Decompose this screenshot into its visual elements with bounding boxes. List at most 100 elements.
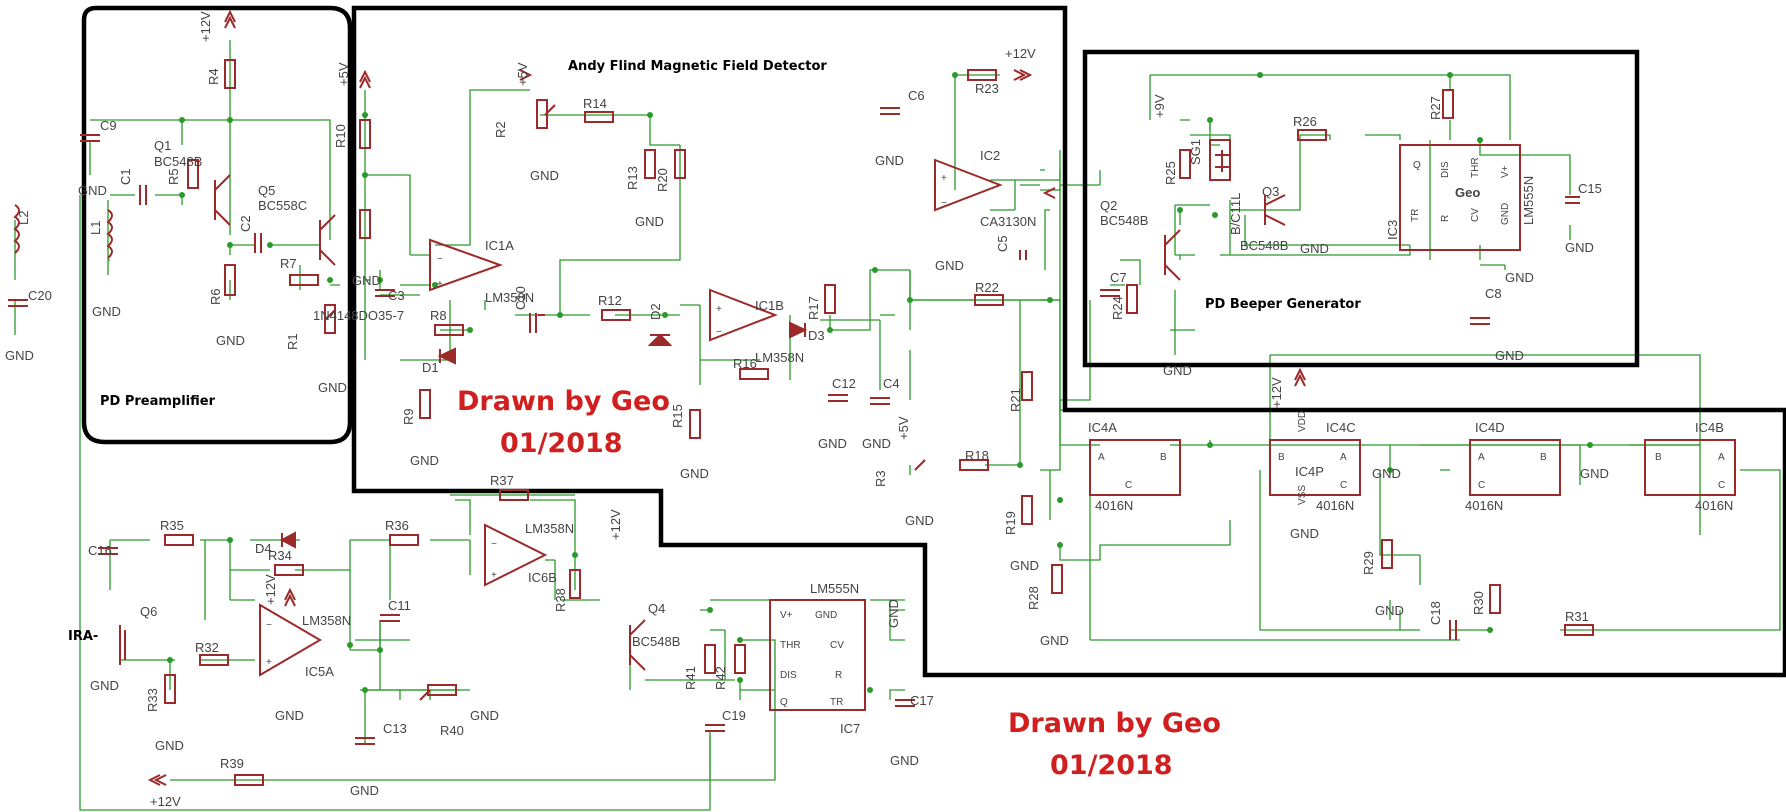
svg-text:BC548B: BC548B	[154, 154, 202, 169]
svg-text:LM358N: LM358N	[525, 521, 574, 536]
svg-text:GND: GND	[216, 333, 245, 348]
svg-text:GND: GND	[350, 783, 379, 798]
svg-text:GND: GND	[1300, 241, 1329, 256]
svg-text:R6: R6	[208, 288, 223, 305]
svg-text:C19: C19	[722, 708, 746, 723]
svg-text:R27: R27	[1428, 96, 1443, 120]
svg-text:R16: R16	[733, 356, 757, 371]
svg-text:GND: GND	[1040, 633, 1069, 648]
svg-text:IC4D: IC4D	[1475, 420, 1505, 435]
preamp-title: PD Preamplifier	[100, 394, 216, 409]
svg-text:+: +	[941, 173, 947, 184]
svg-text:LM358N: LM358N	[755, 350, 804, 365]
svg-text:A: A	[1718, 452, 1725, 463]
svg-text:D4: D4	[255, 541, 272, 556]
svg-text:B: B	[1540, 452, 1547, 463]
svg-text:C: C	[1125, 480, 1132, 491]
svg-text:L1: L1	[88, 221, 103, 235]
svg-text:IC4B: IC4B	[1695, 420, 1724, 435]
svg-text:TR: TR	[830, 697, 843, 708]
svg-text:Q3: Q3	[1262, 184, 1279, 199]
svg-text:C15: C15	[1578, 181, 1602, 196]
svg-text:4016N: 4016N	[1095, 498, 1133, 513]
svg-text:IC4A: IC4A	[1088, 420, 1117, 435]
svg-text:+12V: +12V	[198, 11, 213, 42]
svg-text:+5V: +5V	[336, 62, 351, 86]
input-label: IRA-	[68, 629, 98, 644]
svg-text:R: R	[835, 670, 842, 681]
svg-text:GND: GND	[890, 753, 919, 768]
svg-text:R19: R19	[1003, 511, 1018, 535]
svg-text:IC2: IC2	[980, 148, 1000, 163]
signature-line1: Drawn by Geo	[457, 386, 670, 417]
junctions	[167, 72, 1593, 693]
svg-text:Q4: Q4	[648, 601, 665, 616]
svg-text:IC7: IC7	[840, 721, 860, 736]
svg-text:VSS: VSS	[1297, 485, 1308, 505]
signature2-line2: 01/2018	[1050, 750, 1173, 781]
svg-text:Q: Q	[780, 697, 788, 708]
svg-text:R32: R32	[195, 640, 219, 655]
svg-text:LM358N: LM358N	[302, 613, 351, 628]
svg-text:−: −	[266, 620, 272, 631]
svg-text:CA3130N: CA3130N	[980, 214, 1036, 229]
svg-text:−: −	[941, 198, 947, 209]
signature2-line1: Drawn by Geo	[1008, 708, 1221, 739]
svg-text:R23: R23	[975, 81, 999, 96]
svg-text:1N4148DO35-7: 1N4148DO35-7	[313, 308, 404, 323]
svg-text:C7: C7	[1110, 270, 1127, 285]
svg-text:B: B	[1655, 452, 1662, 463]
svg-text:C10: C10	[513, 286, 528, 310]
svg-text:LM358N: LM358N	[485, 290, 534, 305]
svg-text:Q5: Q5	[258, 183, 275, 198]
svg-text:C1: C1	[118, 168, 133, 185]
svg-text:D2: D2	[648, 303, 663, 320]
svg-text:DIS: DIS	[1440, 161, 1451, 178]
svg-text:BC548B: BC548B	[632, 634, 680, 649]
svg-text:R31: R31	[1565, 609, 1589, 624]
svg-text:+12V: +12V	[608, 509, 623, 540]
svg-text:THR: THR	[780, 640, 801, 651]
svg-text:GND: GND	[1565, 240, 1594, 255]
svg-text:+12V: +12V	[263, 574, 278, 605]
svg-text:C: C	[1340, 480, 1347, 491]
svg-text:GND: GND	[875, 153, 904, 168]
svg-text:GND: GND	[90, 678, 119, 693]
svg-text:R3: R3	[873, 470, 888, 487]
svg-text:BC558C: BC558C	[258, 198, 307, 213]
svg-text:A: A	[1340, 452, 1347, 463]
svg-text:C6: C6	[908, 88, 925, 103]
svg-text:GND: GND	[470, 708, 499, 723]
svg-text:R8: R8	[430, 308, 447, 323]
svg-text:R5: R5	[166, 168, 181, 185]
svg-text:C4: C4	[883, 376, 900, 391]
svg-text:−: −	[491, 539, 497, 550]
svg-text:IC4P: IC4P	[1295, 464, 1324, 479]
svg-text:+5V: +5V	[515, 62, 530, 86]
svg-text:R7: R7	[280, 256, 297, 271]
components: −+ +− +− −+ −+	[8, 9, 1736, 786]
svg-text:IC3: IC3	[1385, 220, 1400, 240]
svg-text:+9V: +9V	[1152, 94, 1167, 118]
svg-text:−: −	[437, 254, 443, 265]
svg-text:L2: L2	[16, 211, 31, 225]
svg-text:R28: R28	[1026, 586, 1041, 610]
svg-text:+: +	[491, 570, 497, 581]
svg-text:R20: R20	[655, 168, 670, 192]
svg-text:+: +	[716, 304, 722, 315]
svg-text:VDD: VDD	[1297, 411, 1308, 432]
svg-text:R37: R37	[490, 473, 514, 488]
svg-text:C17: C17	[910, 693, 934, 708]
svg-text:V+: V+	[1500, 165, 1511, 178]
svg-text:R9: R9	[401, 408, 416, 425]
svg-text:GND: GND	[935, 258, 964, 273]
svg-text:GND: GND	[680, 466, 709, 481]
svg-text:C8: C8	[1485, 286, 1502, 301]
svg-text:R35: R35	[160, 518, 184, 533]
svg-text:GND: GND	[530, 168, 559, 183]
svg-text:R14: R14	[583, 96, 607, 111]
svg-text:IC1A: IC1A	[485, 238, 514, 253]
svg-text:R33: R33	[145, 688, 160, 712]
svg-text:GND: GND	[92, 304, 121, 319]
